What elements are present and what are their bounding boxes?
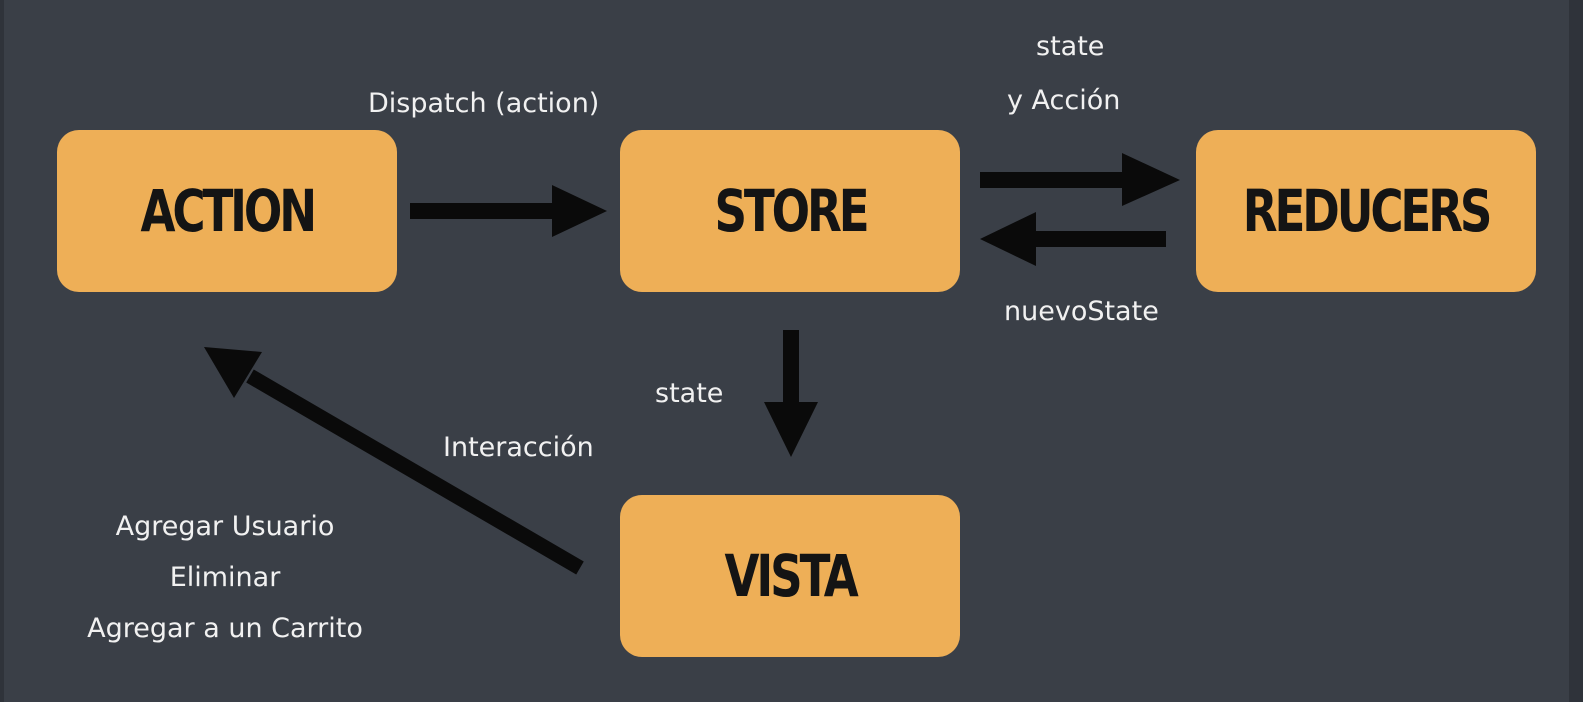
y-accion-label: y Acción — [1007, 85, 1121, 116]
action-node: ACTION — [57, 130, 397, 292]
arrow-store-to-reducers — [980, 153, 1180, 206]
arrow-vista-to-action — [204, 347, 584, 575]
example-eliminar: Eliminar — [169, 562, 281, 593]
vista-node-label: VISTA — [724, 542, 858, 610]
interaction-examples: Agregar Usuario Eliminar Agregar a un Ca… — [60, 510, 390, 663]
arrow-store-to-vista — [764, 330, 818, 457]
frame-edge-right — [1569, 0, 1583, 702]
interaccion-label: Interacción — [443, 432, 594, 463]
state-down-label: state — [655, 378, 724, 409]
nuevo-state-label: nuevoState — [1004, 296, 1159, 327]
state-top-label: state — [1036, 31, 1105, 62]
example-agregar-carrito: Agregar a un Carrito — [87, 613, 363, 644]
vista-node: VISTA — [620, 495, 960, 657]
action-node-label: ACTION — [140, 177, 317, 245]
store-node-label: STORE — [713, 177, 869, 245]
example-agregar-usuario: Agregar Usuario — [115, 511, 335, 542]
arrow-action-to-store — [410, 185, 607, 237]
arrow-reducers-to-store — [980, 212, 1166, 266]
frame-edge-left — [0, 0, 4, 702]
reducers-node: REDUCERS — [1196, 130, 1536, 292]
store-node: STORE — [620, 130, 960, 292]
dispatch-label: Dispatch (action) — [368, 88, 600, 119]
reducers-node-label: REDUCERS — [1242, 177, 1493, 245]
